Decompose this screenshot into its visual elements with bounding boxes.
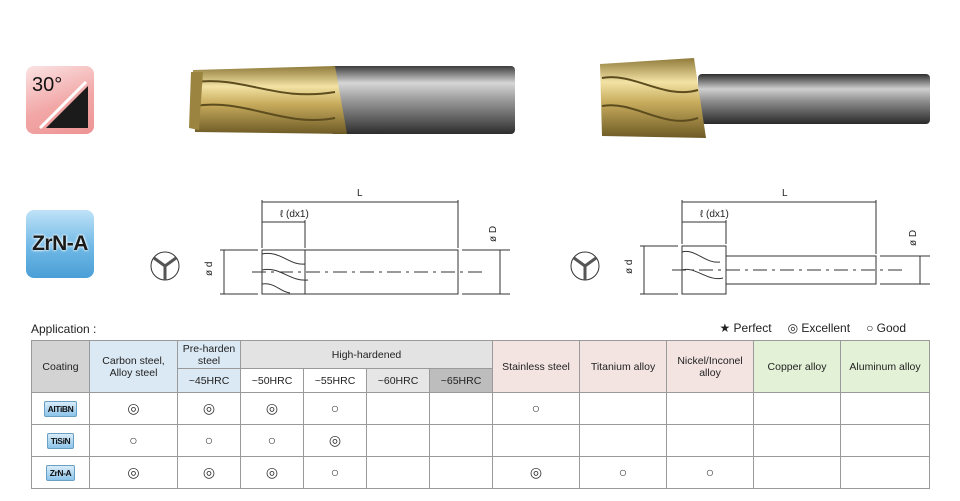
rating-mark: ○ [618, 464, 628, 480]
rating-mark: ◎ [202, 400, 216, 416]
coating-badge-text: ZrN-A [32, 232, 88, 255]
legend-excellent: ◎ Excellent [787, 321, 851, 335]
rating-cell [366, 456, 430, 489]
length-L-label: L [357, 188, 363, 199]
rating-cell: ○ [666, 456, 755, 489]
col-stainless: Stainless steel [492, 340, 581, 393]
coating-cell: TiSiN [31, 424, 90, 457]
table-row: ZrN-A ◎ ◎ ◎ ○ ◎ ○ ○ [31, 456, 931, 489]
rating-cell [579, 424, 668, 457]
dimension-drawing-short: L ℓ (dx1) ø d ø D [570, 188, 930, 295]
rating-cell [428, 392, 494, 425]
rating-cell [666, 392, 755, 425]
helix-angle-text: 30° [32, 74, 63, 96]
legend: ★ Perfect ◎ Excellent ○ Good [719, 321, 906, 335]
col-titanium: Titanium alloy [579, 340, 668, 393]
rating-cell: ◎ [177, 392, 241, 425]
rating-cell [840, 424, 931, 457]
rating-cell [428, 456, 494, 489]
rating-cell: ◎ [492, 456, 581, 489]
diameter-d-label: ø d [624, 260, 635, 274]
flute-length-label: ℓ (dx1) [280, 209, 309, 220]
rating-mark: ◎ [127, 400, 140, 416]
rating-cell: ○ [579, 456, 668, 489]
rating-cell: ◎ [89, 392, 178, 425]
rating-cell: ◎ [177, 456, 241, 489]
coating-cell: ZrN-A [31, 456, 90, 489]
rating-cell [840, 456, 931, 489]
rating-mark: ○ [330, 400, 340, 416]
col-aluminum: Aluminum alloy [840, 340, 931, 393]
endmill-photo-short [600, 58, 930, 138]
rating-cell: ○ [89, 424, 178, 457]
legend-perfect: ★ Perfect [719, 321, 772, 335]
col-50hrc: ~50HRC [240, 368, 304, 393]
rating-cell [366, 392, 430, 425]
col-copper: Copper alloy [753, 340, 842, 393]
coating-chip: TiSiN [46, 432, 75, 449]
endmill-photo-long [189, 66, 515, 134]
diameter-D-label: ø D [908, 230, 919, 246]
rating-cell: ◎ [89, 456, 178, 489]
rating-cell [666, 424, 755, 457]
rating-cell: ○ [177, 424, 241, 457]
rating-mark: ○ [705, 464, 715, 480]
table-row: TiSiN ○ ○ ○ ◎ [31, 424, 931, 457]
col-pre-harden-hrc: ~45HRC [177, 368, 241, 393]
rating-cell: ◎ [303, 424, 367, 457]
rating-cell: ○ [492, 392, 581, 425]
application-label: Application : [31, 322, 97, 336]
rating-cell [753, 456, 842, 489]
coating-cell: AlTiBN [31, 392, 90, 425]
helix-angle-badge: 30° [26, 66, 94, 134]
rating-mark: ○ [267, 432, 277, 448]
application-table: Coating Carbon steel, Alloy steel Pre-ha… [31, 340, 931, 489]
diameter-d-label: ø d [204, 262, 215, 276]
table-row: AlTiBN ◎ ◎ ◎ ○ ○ [31, 392, 931, 425]
rating-cell [753, 392, 842, 425]
coating-chip: AlTiBN [43, 400, 78, 417]
rating-cell [753, 424, 842, 457]
col-high-hardened: High-hardened [239, 340, 494, 369]
coating-badge: ZrN-A [26, 210, 94, 278]
col-carbon-steel: Carbon steel, Alloy steel [89, 340, 178, 393]
rating-cell [840, 392, 931, 425]
rating-mark: ○ [330, 464, 340, 480]
col-nickel: Nickel/Inconel alloy [666, 340, 755, 393]
rating-cell: ○ [303, 392, 367, 425]
length-L-label: L [782, 188, 788, 199]
rating-cell: ◎ [240, 392, 304, 425]
col-coating: Coating [31, 340, 90, 393]
rating-mark: ◎ [529, 464, 543, 480]
rating-mark: ◎ [127, 464, 140, 480]
rating-cell [579, 392, 668, 425]
rating-mark: ○ [129, 432, 138, 448]
col-55hrc: ~55HRC [303, 368, 367, 393]
rating-cell [428, 424, 494, 457]
col-60hrc: ~60HRC [366, 368, 430, 393]
coating-chip: ZrN-A [45, 464, 76, 481]
rating-mark: ◎ [328, 432, 342, 448]
legend-good: ○ Good [866, 321, 906, 335]
rating-cell [366, 424, 430, 457]
diameter-D-label: ø D [488, 226, 499, 242]
col-pre-harden: Pre-harden steel [177, 340, 241, 369]
col-65hrc: ~65HRC [428, 368, 494, 393]
rating-mark: ◎ [202, 464, 216, 480]
rating-cell: ○ [240, 424, 304, 457]
dimension-drawing-long: L ℓ (dx1) ø d ø D [150, 188, 510, 295]
rating-cell [492, 424, 581, 457]
rating-mark: ○ [531, 400, 541, 416]
helix-angle-icon [38, 80, 88, 130]
rating-mark: ◎ [265, 400, 279, 416]
rating-mark: ◎ [265, 464, 279, 480]
rating-mark: ○ [204, 432, 214, 448]
rating-cell: ◎ [240, 456, 304, 489]
flute-length-label: ℓ (dx1) [700, 209, 729, 220]
rating-cell: ○ [303, 456, 367, 489]
